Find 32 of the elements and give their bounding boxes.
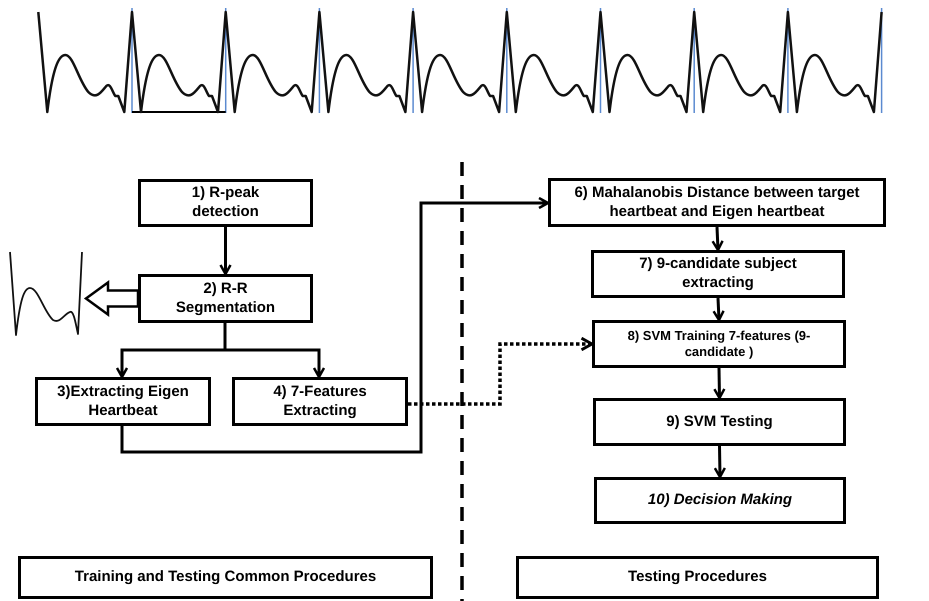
box-label: 1) R-peak detection <box>190 184 260 222</box>
arrow <box>713 368 726 400</box>
hollow-arrow <box>84 280 140 317</box>
process-box <box>35 377 211 426</box>
arrow <box>408 336 594 406</box>
box-label: 10) Decision Making <box>648 491 792 510</box>
heartbeat-segment-drawing <box>8 250 84 337</box>
box-label: 9) SVM Testing <box>666 412 773 432</box>
process-box <box>594 477 846 524</box>
process-box <box>593 398 846 446</box>
box-label: 3)Extracting Eigen Heartbeat <box>56 382 190 420</box>
box-label: 4) 7-Features Extracting <box>272 382 368 420</box>
box-label: 8) SVM Training 7-features (9-candidate ) <box>626 328 812 360</box>
process-box <box>592 320 846 368</box>
process-box <box>548 178 886 227</box>
arrow <box>219 227 232 276</box>
process-box <box>232 377 408 426</box>
arrow <box>712 298 725 322</box>
box-label: Testing Procedures <box>628 568 767 587</box>
arrow <box>120 196 550 454</box>
box-label: 6) Mahalanobis Distance between target heartbeat and Eigen heartbeat <box>573 184 861 222</box>
arrow <box>224 323 326 378</box>
box-label: 2) R-R Segmentation <box>174 280 276 318</box>
box-label: 7) 9-candidate subject extracting <box>638 255 798 293</box>
process-box <box>138 179 313 227</box>
arrow <box>711 226 724 252</box>
section-label-box <box>516 556 879 599</box>
arrow <box>714 446 726 478</box>
section-label-box <box>18 556 433 599</box>
process-box <box>138 274 313 323</box>
box-label: Training and Testing Common Procedures <box>74 568 376 587</box>
process-box <box>591 250 845 298</box>
